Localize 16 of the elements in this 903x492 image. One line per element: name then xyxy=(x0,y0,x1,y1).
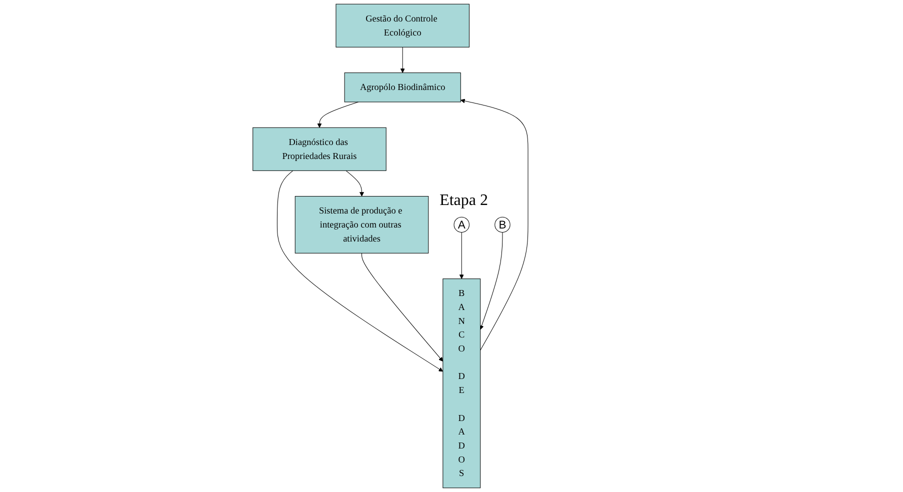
arrow xyxy=(316,102,358,128)
node-box: Agropólo Biodinâmico xyxy=(344,72,460,102)
node-circle: A xyxy=(453,216,470,233)
arrow xyxy=(458,232,464,279)
node-box: Sistema de produção e integração com outras atividades xyxy=(294,196,428,254)
node-circle: B xyxy=(494,216,510,233)
arrow xyxy=(361,252,443,362)
arrow xyxy=(460,98,528,351)
node-box: Diagnóstico das Propriedades Rurais xyxy=(252,127,386,171)
arrow xyxy=(479,232,502,330)
arrow xyxy=(400,46,404,73)
node-caption: Etapa 2 xyxy=(440,192,488,210)
arrow xyxy=(345,170,364,196)
node-box: Gestão do Controle Ecológico xyxy=(335,4,470,48)
arrow xyxy=(276,170,443,372)
node-box: BANCO DE DADOS xyxy=(442,278,480,488)
